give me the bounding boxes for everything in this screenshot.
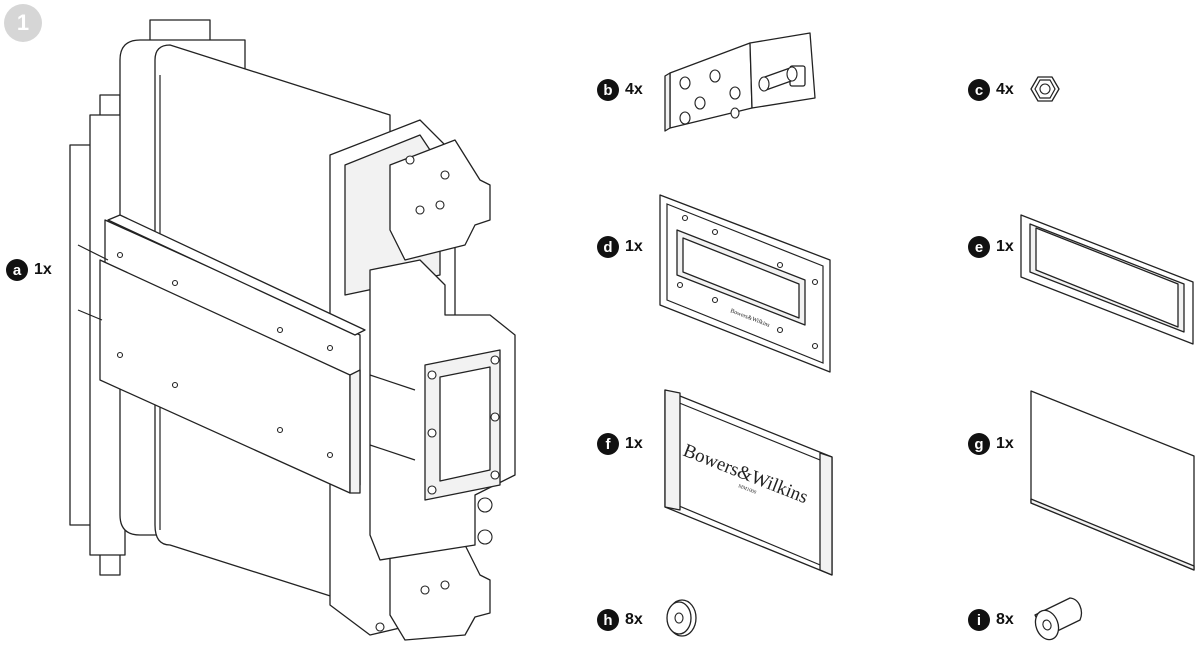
part-f-quantity: 1x [625, 435, 643, 452]
part-a-speaker-enclosure [60, 15, 530, 645]
part-i-spacer [1030, 595, 1100, 643]
part-e-letter: e [968, 236, 990, 258]
part-f-label: f 1x [597, 433, 643, 455]
part-i-label: i 8x [968, 609, 1014, 631]
part-a-label: a 1x [6, 259, 52, 281]
part-c-letter: c [968, 79, 990, 101]
part-a-letter: a [6, 259, 28, 281]
part-e-frame-gasket [1018, 212, 1196, 347]
part-a-quantity: 1x [34, 261, 52, 278]
part-g-quantity: 1x [996, 435, 1014, 452]
part-b-letter: b [597, 79, 619, 101]
part-g-label: g 1x [968, 433, 1014, 455]
part-h-quantity: 8x [625, 611, 643, 628]
part-e-quantity: 1x [996, 238, 1014, 255]
part-c-quantity: 4x [996, 81, 1014, 98]
part-d-label: d 1x [597, 236, 643, 258]
part-f-branded-grille: Bowers&Wilkins MM1000 [660, 385, 840, 577]
part-f-brand-subtext: MM1000 [737, 484, 757, 496]
part-i-quantity: 8x [996, 611, 1014, 628]
part-f-letter: f [597, 433, 619, 455]
part-b-mounting-bracket [660, 28, 825, 133]
part-h-letter: h [597, 609, 619, 631]
part-h-washer [664, 598, 700, 638]
part-d-letter: d [597, 236, 619, 258]
part-c-label: c 4x [968, 79, 1014, 101]
part-e-label: e 1x [968, 236, 1014, 258]
part-g-letter: g [968, 433, 990, 455]
part-h-label: h 8x [597, 609, 643, 631]
step-number-badge: 1 [4, 4, 42, 42]
part-c-hex-nut [1030, 74, 1060, 104]
part-b-label: b 4x [597, 79, 643, 101]
part-g-flat-cover [1028, 388, 1198, 573]
part-b-quantity: 4x [625, 81, 643, 98]
part-d-quantity: 1x [625, 238, 643, 255]
part-d-mounting-plate: Bowers&Wilkins [655, 190, 835, 375]
part-i-letter: i [968, 609, 990, 631]
